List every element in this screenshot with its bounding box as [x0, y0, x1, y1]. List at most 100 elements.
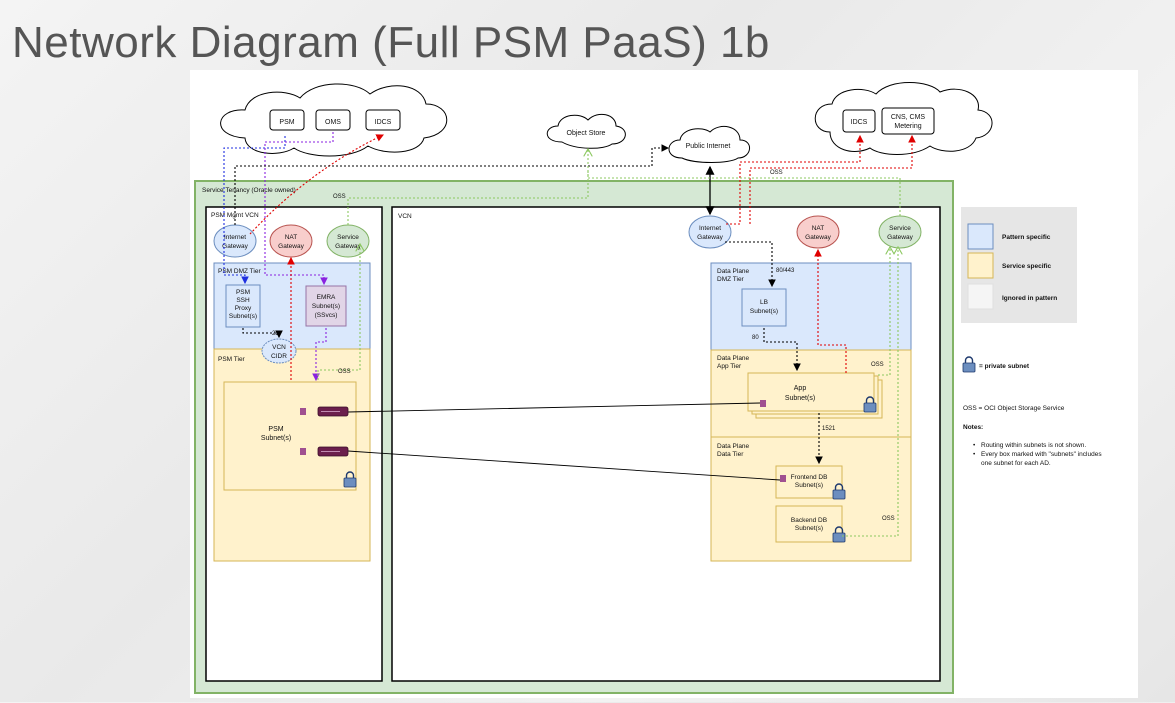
cloud-label-cns-1: CNS, CMS [891, 114, 926, 121]
backend-db-line1: Backend DB [791, 517, 827, 524]
backend-db-line2: Subnet(s) [795, 525, 823, 532]
app-line1: App [794, 385, 807, 392]
lb-subnet: LB Subnet(s) [741, 288, 787, 327]
psm-app-line [347, 402, 761, 413]
cloud-label-idcs-left: IDCS [375, 119, 392, 126]
emra-line1: EMRA [317, 294, 336, 301]
psm-nat-line2: Gateway [278, 243, 304, 250]
data-tier-line2: Data Tier [717, 451, 744, 458]
psm-tier-label: PSM Tier [218, 356, 246, 363]
emra-subnet: EMRA Subnet(s) (SSvcs) [305, 285, 347, 327]
cloud-label-idcs-right: IDCS [851, 119, 868, 126]
legend-swatch-service [967, 252, 994, 279]
vcn-nat-gateway: NAT Gateway [796, 215, 840, 249]
data-vcn-label: VCN [398, 213, 412, 220]
legend-label-pattern: Pattern specific [1002, 234, 1051, 241]
psm-igw-line2: Gateway [222, 243, 248, 250]
red-link-app [814, 248, 847, 373]
tenancy-label: Service Tenancy (Oracle owned) [202, 187, 296, 194]
backend-db-subnet: Backend DB Subnet(s) [775, 505, 846, 543]
vcn-nat-line1: NAT [812, 225, 825, 232]
psm-internet-gateway: Internet Gateway [213, 224, 257, 258]
legend-swatch-pattern [967, 223, 994, 250]
page-title: Network Diagram (Full PSM PaaS) 1b [12, 18, 770, 67]
frontend-db-subnet: Frontend DB Subnet(s) [775, 465, 846, 500]
diagram-canvas: PSM OMS IDCS Object Store Public Interne… [190, 70, 1138, 698]
lb-line2: Subnet(s) [750, 308, 778, 315]
ssh-proxy-line4: Subnet(s) [229, 313, 257, 320]
endpoint-marker [300, 448, 306, 455]
object-store-label: Object Store [567, 130, 606, 137]
data-dmz-tier: Data Plane DMZ Tier [710, 262, 912, 351]
vcn-service-gateway: Service Gateway [878, 215, 922, 249]
vcn-nat-line2: Gateway [805, 234, 831, 241]
vcn-internet-gateway: Internet Gateway [688, 215, 732, 249]
server-icon [317, 446, 349, 457]
legend: Pattern specific Service specific Ignore… [961, 207, 1077, 323]
ssh-proxy-subnet: PSM SSH Proxy Subnet(s) [225, 284, 261, 328]
right-cloud: IDCS CNS, CMS Metering [814, 82, 993, 155]
psm-sgw-line1: Service [337, 234, 359, 241]
psm-subnet-line1: PSM [268, 426, 283, 433]
oss-label-psm: OSS [338, 369, 351, 375]
emra-line3: (SSvcs) [315, 312, 338, 319]
psm-db-line [347, 450, 781, 481]
purple-link [264, 132, 334, 286]
psm-nat-gateway: NAT Gateway [269, 224, 313, 258]
data-tier-line1: Data Plane [717, 443, 750, 450]
frontend-db-line2: Subnet(s) [795, 482, 823, 489]
red-link-idcs-right [726, 134, 864, 225]
note-3: one subnet for each AD. [981, 460, 1051, 467]
vcn-cidr: VCN CIDR [261, 338, 297, 364]
psm-nat-line1: NAT [285, 234, 298, 241]
network-diagram: PSM OMS IDCS Object Store Public Interne… [194, 82, 1102, 694]
ssh-proxy-line3: Proxy [235, 305, 252, 312]
port-80-label: 80 [752, 335, 759, 341]
object-store-cloud: Object Store [546, 113, 626, 149]
frontend-db-line1: Frontend DB [791, 474, 828, 481]
ssh-proxy-line1: PSM [236, 289, 250, 296]
vcn-igw-line2: Gateway [697, 234, 723, 241]
lb-link [725, 241, 776, 288]
app-tier-line2: App Tier [717, 363, 742, 370]
lock-icon [962, 356, 976, 373]
cloud-label-oms: OMS [325, 119, 341, 126]
note-1: Routing within subnets is not shown. [981, 442, 1086, 449]
left-cloud: PSM OMS IDCS [220, 83, 448, 157]
green-link-backend [842, 248, 898, 537]
psm-subnet-line2: Subnet(s) [261, 435, 291, 442]
port-1521-label: 1521 [822, 426, 836, 432]
vcn-sgw-line2: Gateway [887, 234, 913, 241]
oss-label-app: OSS [871, 362, 884, 368]
cloud-box-psm: PSM [269, 109, 305, 131]
red-link-idcs [249, 134, 384, 235]
legend-swatch-ignored [967, 283, 994, 310]
endpoint-marker [300, 408, 306, 415]
oss-label-backend: OSS [882, 516, 895, 522]
red-link-cns [749, 134, 916, 224]
psm-dmz-label: PSM DMZ Tier [218, 268, 261, 275]
ssh-proxy-line2: SSH [236, 297, 250, 304]
private-subnet-label: = private subnet [979, 363, 1030, 370]
port-80-443-label: 80/443 [776, 268, 795, 274]
connectors [223, 132, 916, 537]
oss-definition: OSS = OCI Object Storage Service [963, 405, 1065, 412]
endpoint-marker [780, 475, 786, 482]
vcn-sgw-line1: Service [889, 225, 911, 232]
data-dmz-line1: Data Plane [717, 268, 750, 275]
green-link-psm-subnet [317, 245, 360, 380]
app-line2: Subnet(s) [785, 395, 815, 402]
green-link-psm [347, 170, 589, 225]
green-link-app [878, 248, 890, 376]
lb-line1: LB [760, 299, 768, 306]
app-tier-line1: Data Plane [717, 355, 750, 362]
app-subnet: App Subnet(s) [747, 372, 883, 419]
psm-service-gateway: Service Gateway [326, 224, 370, 258]
public-internet-label: Public Internet [686, 143, 731, 150]
legend-label-ignored: Ignored in pattern [1002, 295, 1057, 302]
server-icon [317, 406, 349, 417]
oss-label-tenancy: OSS [333, 194, 346, 200]
psm-sgw-line2: Gateway [335, 243, 361, 250]
emra-line2: Subnet(s) [312, 303, 340, 310]
cloud-box-idcs-left: IDCS [365, 109, 401, 131]
